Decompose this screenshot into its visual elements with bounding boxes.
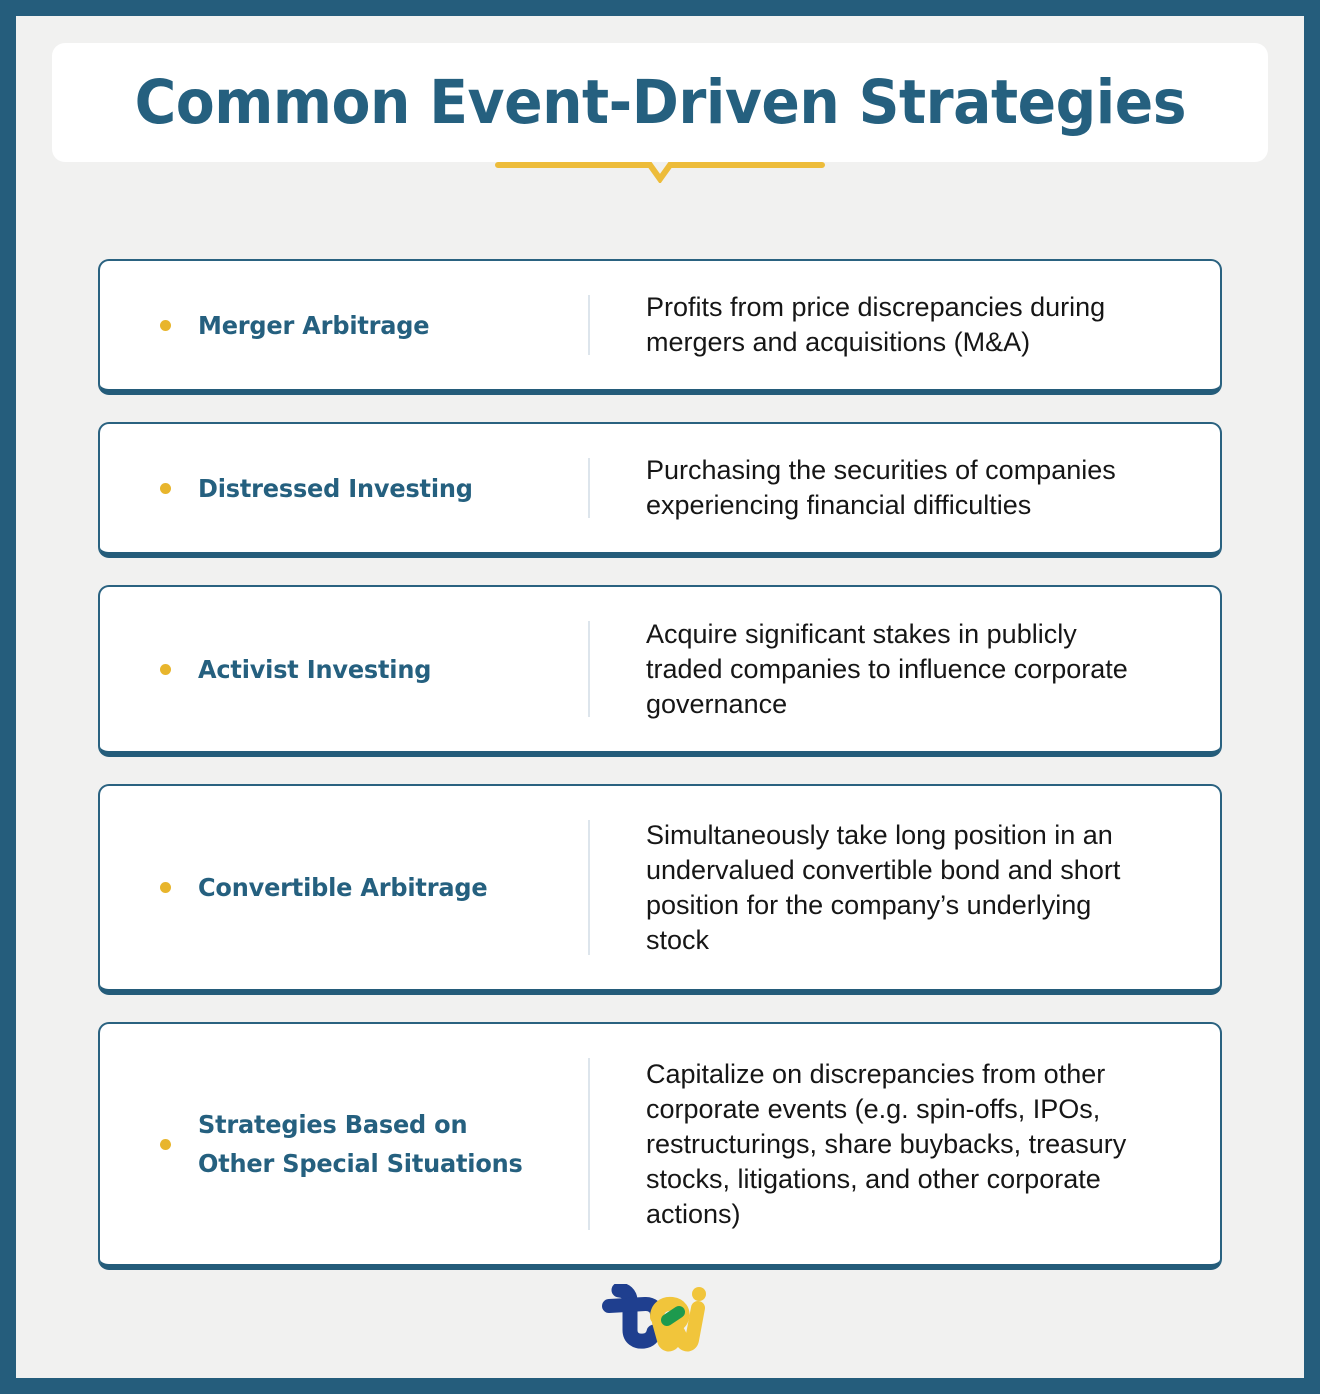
- bullet-column: [160, 319, 198, 331]
- strategy-description: Simultaneously take long position in an …: [646, 819, 1121, 955]
- bullet-dot-icon: [160, 482, 171, 494]
- description-column: Simultaneously take long position in an …: [590, 818, 1220, 958]
- bullet-dot-icon: [160, 882, 171, 893]
- strategy-description: Profits from price discrepancies during …: [646, 292, 1106, 357]
- strategy-description: Acquire significant stakes in publicly t…: [646, 618, 1128, 719]
- card-divider: [588, 621, 590, 717]
- description-column: Acquire significant stakes in publicly t…: [590, 617, 1220, 722]
- title-card: Common Event-Driven Strategies: [52, 43, 1268, 162]
- strategy-description: Capitalize on discrepancies from other c…: [646, 1058, 1127, 1229]
- footer: [16, 1270, 1304, 1378]
- strategy-card[interactable]: Strategies Based on Other Special Situat…: [98, 1022, 1222, 1270]
- card-divider: [588, 1058, 590, 1230]
- bullet-column: [160, 882, 198, 893]
- strategy-card[interactable]: Merger Arbitrage Profits from price disc…: [98, 259, 1222, 395]
- title-underline-chevron: [16, 161, 1304, 183]
- bullet-column: [160, 482, 198, 494]
- strategy-label: Activist Investing: [198, 654, 432, 684]
- label-column: Strategies Based on Other Special Situat…: [198, 1105, 588, 1183]
- description-column: Purchasing the securities of companies e…: [590, 453, 1220, 523]
- page-title: Common Event-Driven Strategies: [134, 67, 1186, 138]
- strategy-label: Merger Arbitrage: [198, 310, 430, 340]
- strategy-card[interactable]: Convertible Arbitrage Simultaneously tak…: [98, 784, 1222, 995]
- strategy-label: Convertible Arbitrage: [198, 873, 488, 902]
- card-divider: [588, 458, 590, 518]
- label-column: Merger Arbitrage: [198, 306, 588, 345]
- strategy-card-list: Merger Arbitrage Profits from price disc…: [16, 183, 1304, 1270]
- bullet-dot-icon: [160, 1138, 171, 1150]
- strategy-card[interactable]: Distressed Investing Purchasing the secu…: [98, 422, 1222, 558]
- bullet-dot-icon: [160, 663, 171, 675]
- label-column: Convertible Arbitrage: [198, 868, 588, 907]
- infographic-root: Common Event-Driven Strategies Merger Ar…: [16, 16, 1304, 1378]
- strategy-label: Distressed Investing: [198, 473, 473, 503]
- strategy-description: Purchasing the securities of companies e…: [646, 455, 1116, 520]
- description-column: Capitalize on discrepancies from other c…: [590, 1057, 1220, 1232]
- tej-logo-icon: [602, 1284, 706, 1352]
- card-divider: [588, 295, 590, 355]
- strategy-card[interactable]: Activist Investing Acquire significant s…: [98, 585, 1222, 757]
- card-divider: [588, 820, 590, 955]
- bullet-column: [160, 663, 198, 675]
- bullet-column: [160, 1138, 198, 1150]
- bullet-dot-icon: [160, 319, 171, 331]
- strategy-label: Strategies Based on Other Special Situat…: [198, 1110, 523, 1178]
- description-column: Profits from price discrepancies during …: [590, 290, 1220, 360]
- label-column: Activist Investing: [198, 650, 588, 689]
- label-column: Distressed Investing: [198, 469, 588, 508]
